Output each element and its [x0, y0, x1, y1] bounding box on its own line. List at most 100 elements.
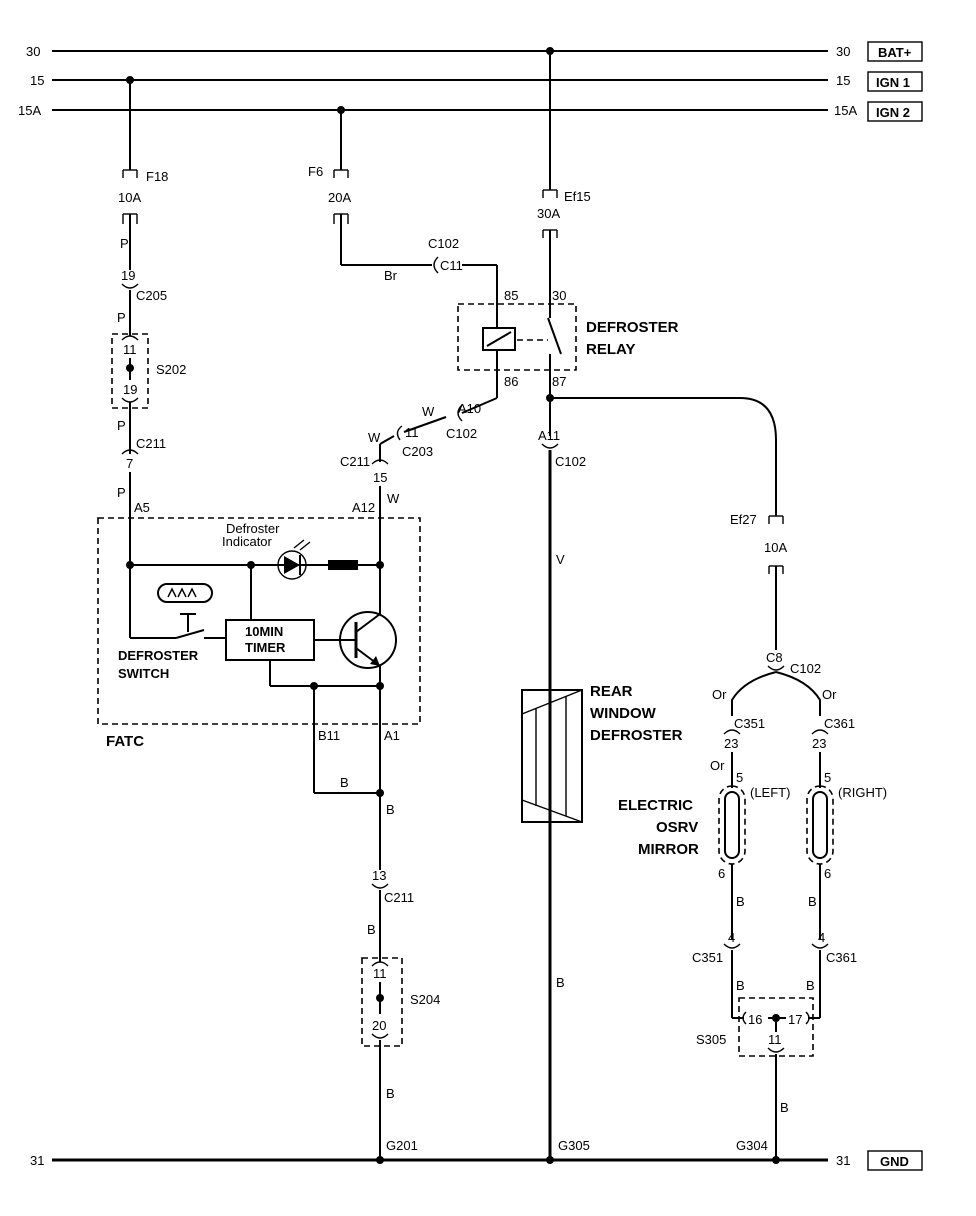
svg-text:19: 19: [123, 382, 137, 397]
splice-s202: 11 19 S202: [111, 333, 186, 409]
svg-text:P: P: [117, 485, 126, 500]
rear-window-defroster: [521, 689, 583, 823]
svg-text:W: W: [387, 491, 400, 506]
svg-text:19: 19: [121, 268, 135, 283]
svg-text:IGN 2: IGN 2: [876, 105, 910, 120]
splice-s305: 16 17 11 S305: [696, 997, 820, 1057]
svg-text:DEFROSTER: DEFROSTER: [586, 319, 679, 336]
svg-text:10MIN: 10MIN: [245, 624, 283, 639]
svg-text:W: W: [368, 430, 381, 445]
rail-30: 30 30 BAT+: [26, 41, 923, 62]
svg-text:20: 20: [372, 1018, 386, 1033]
svg-text:7: 7: [126, 456, 133, 471]
svg-text:Ef15: Ef15: [564, 189, 591, 204]
svg-text:S202: S202: [156, 362, 186, 377]
defroster-indicator-led: [277, 539, 311, 580]
svg-text:C351: C351: [692, 950, 723, 965]
svg-text:(RIGHT): (RIGHT): [838, 785, 887, 800]
svg-text:30: 30: [552, 288, 566, 303]
fuse-f6: F6 20A: [308, 110, 351, 224]
rail-15: 15 15 IGN 1: [30, 71, 923, 92]
svg-text:C102: C102: [446, 426, 477, 441]
defrost-symbol-icon: [157, 583, 213, 603]
svg-text:B: B: [780, 1100, 789, 1115]
svg-text:30: 30: [26, 44, 40, 59]
bat-plus-label: BAT+: [878, 45, 912, 60]
defroster-switch: [129, 565, 226, 639]
svg-text:B: B: [736, 894, 745, 909]
svg-text:(LEFT): (LEFT): [750, 785, 790, 800]
svg-text:C203: C203: [402, 444, 433, 459]
left-mirror-heater: [718, 785, 746, 865]
svg-text:31: 31: [836, 1153, 850, 1168]
svg-text:11: 11: [373, 966, 387, 981]
svg-text:GND: GND: [880, 1154, 909, 1169]
svg-text:15: 15: [30, 73, 44, 88]
svg-text:Defroster: Defroster: [226, 521, 280, 536]
svg-text:4: 4: [728, 930, 735, 945]
svg-text:C211: C211: [136, 436, 166, 451]
svg-text:C211: C211: [384, 890, 414, 905]
svg-text:A10: A10: [458, 401, 481, 416]
svg-text:Br: Br: [384, 268, 398, 283]
svg-text:Ef27: Ef27: [730, 512, 757, 527]
svg-text:23: 23: [812, 736, 826, 751]
svg-text:MIRROR: MIRROR: [638, 841, 699, 858]
svg-text:11: 11: [405, 425, 419, 440]
svg-text:B: B: [367, 922, 376, 937]
svg-text:S204: S204: [410, 992, 440, 1007]
svg-text:RELAY: RELAY: [586, 341, 635, 358]
rail-31-ground: 31 31 GND: [30, 1150, 923, 1171]
fatc-module: FATC A5 A12 B11 A1 Defroster Indicator 1…: [97, 500, 421, 750]
svg-text:F18: F18: [146, 169, 168, 184]
svg-text:5: 5: [736, 770, 743, 785]
svg-text:B11: B11: [318, 728, 340, 743]
svg-text:6: 6: [718, 866, 725, 881]
splice-s204: 11 20 S204: [361, 957, 440, 1047]
svg-text:ELECTRIC: ELECTRIC: [618, 797, 693, 814]
svg-text:B: B: [556, 975, 565, 990]
svg-text:11: 11: [768, 1032, 782, 1047]
svg-text:B: B: [386, 802, 395, 817]
svg-text:15A: 15A: [18, 103, 41, 118]
svg-text:A5: A5: [134, 500, 150, 515]
svg-text:IGN 1: IGN 1: [876, 75, 910, 90]
svg-text:86: 86: [504, 374, 518, 389]
svg-text:G304: G304: [736, 1138, 768, 1153]
svg-text:V: V: [556, 552, 565, 567]
svg-text:REAR: REAR: [590, 683, 633, 700]
svg-text:WINDOW: WINDOW: [590, 705, 657, 722]
svg-text:C102: C102: [428, 236, 459, 251]
right-mirror-heater: [806, 785, 834, 865]
svg-text:P: P: [117, 310, 126, 325]
svg-text:C351: C351: [734, 716, 765, 731]
svg-text:5: 5: [824, 770, 831, 785]
svg-text:85: 85: [504, 288, 518, 303]
svg-text:OSRV: OSRV: [656, 819, 698, 836]
svg-text:C11: C11: [440, 258, 463, 273]
svg-text:DEFROSTER: DEFROSTER: [118, 648, 199, 663]
svg-text:31: 31: [30, 1153, 44, 1168]
svg-text:B: B: [806, 978, 815, 993]
svg-text:TIMER: TIMER: [245, 640, 286, 655]
svg-text:Or: Or: [710, 758, 725, 773]
svg-text:G305: G305: [558, 1138, 590, 1153]
svg-text:A1: A1: [384, 728, 400, 743]
svg-text:W: W: [422, 404, 435, 419]
svg-text:17: 17: [788, 1012, 802, 1027]
svg-text:DEFROSTER: DEFROSTER: [590, 727, 683, 744]
fuse-ef27: Ef27 10A: [730, 512, 787, 574]
svg-text:P: P: [117, 418, 126, 433]
svg-text:6: 6: [824, 866, 831, 881]
svg-text:15A: 15A: [834, 103, 857, 118]
svg-text:S305: S305: [696, 1032, 726, 1047]
svg-text:10A: 10A: [764, 540, 787, 555]
fuse-f18: F18 10A: [118, 80, 168, 224]
svg-text:15: 15: [373, 470, 387, 485]
svg-text:Or: Or: [712, 687, 727, 702]
svg-text:Or: Or: [822, 687, 837, 702]
svg-text:15: 15: [836, 73, 850, 88]
svg-text:B: B: [808, 894, 817, 909]
svg-text:B: B: [386, 1086, 395, 1101]
